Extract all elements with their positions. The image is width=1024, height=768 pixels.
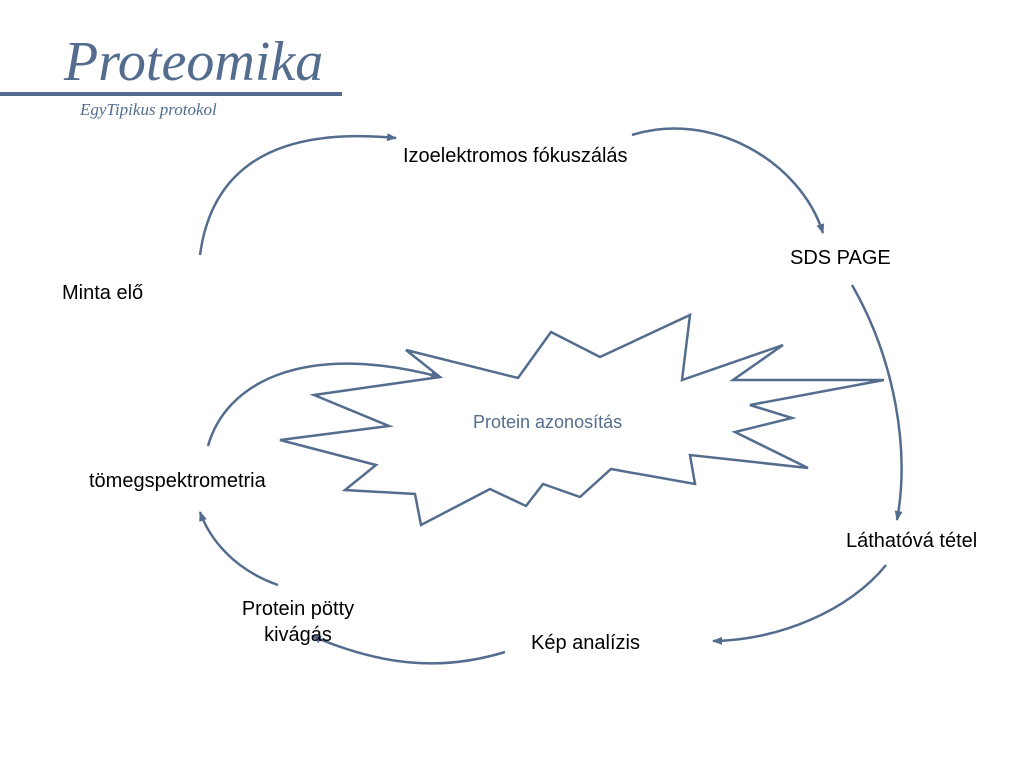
protein-identification-starburst (279, 312, 885, 527)
step-potty-label-line2: kivágás (264, 624, 332, 646)
arrow-lathatova-to-kep (712, 564, 887, 645)
center-label: Protein azonosítás (473, 412, 623, 432)
slide-subtitle: EgyTipikus protokol (80, 100, 217, 119)
arrow-kep-to-potty (311, 634, 506, 665)
arrow-potty-to-tomeg (198, 511, 279, 587)
step-potty-label-line1: Protein pötty (241, 598, 355, 620)
arrow-ief-to-sds (631, 127, 825, 234)
step-minta-label: Minta elő (62, 282, 144, 304)
step-potty-label: Protein pötty kivágás (218, 596, 378, 648)
title-underline (0, 92, 342, 96)
step-sds-label: SDS PAGE (790, 247, 891, 269)
arrow-sds-to-lathatova (850, 284, 903, 521)
arrow-tomeg-to-center (206, 362, 441, 447)
step-ief-label: Izoelektromos fókuszálás (403, 145, 628, 167)
step-tomeg-label: tömegspektrometria (89, 470, 266, 492)
arrow-minta-to-ief (198, 133, 397, 256)
step-kep-label: Kép analízis (531, 632, 640, 654)
slide-title: Proteomika (64, 31, 324, 93)
step-lathatova-label: Láthatóvá tétel (846, 530, 978, 552)
